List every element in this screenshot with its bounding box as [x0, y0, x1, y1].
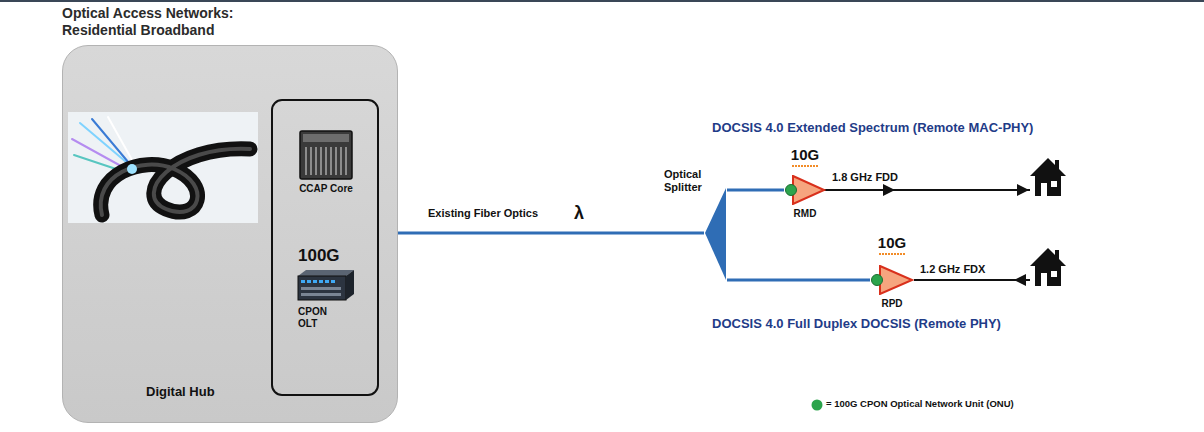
splitter-label: Optical Splitter [664, 168, 712, 194]
splitter-symbol [704, 186, 727, 282]
diagram-title: Optical Access Networks: Residential Bro… [62, 5, 284, 39]
hub-illustration [62, 45, 398, 423]
spectrum-label: 1.2 GHz FDX [920, 263, 985, 276]
olt-icon [301, 287, 341, 290]
house-icon [1055, 160, 1059, 170]
olt-icon [325, 280, 329, 283]
splitter-symbol [705, 188, 726, 280]
chassis-icon [310, 147, 312, 175]
remote-macphy-device: 10G RMD [784, 146, 826, 226]
capacity-label: 100G [298, 246, 340, 266]
hub-illustration [72, 117, 250, 215]
fiber-connector [398, 232, 704, 235]
olt-icon [313, 280, 317, 283]
region-label: Digital Hub [146, 384, 215, 400]
olt-icon [319, 280, 323, 283]
wavelength-symbol: λ [574, 203, 584, 225]
fdx-link [1014, 274, 1026, 286]
device-label: RPD [870, 298, 914, 310]
fdd-link [822, 189, 1030, 191]
spectrum-label: 1.8 GHz FDD [832, 171, 898, 184]
house-icon [1035, 175, 1061, 196]
device-label: CPON OLT [298, 306, 338, 330]
hub-illustration [272, 100, 378, 395]
amplifier-symbol [880, 266, 912, 294]
house-icon [1030, 248, 1066, 286]
device-label: CCAP Core [286, 183, 366, 195]
fdx-link [914, 279, 1030, 281]
signal-underline [879, 253, 905, 255]
chassis-icon [303, 134, 349, 142]
remote-phy-device: 10G RPD [870, 234, 914, 316]
fdd-link [1017, 184, 1029, 196]
signal-underline [879, 252, 905, 256]
amplifier-symbol [786, 185, 797, 196]
chassis-icon [320, 147, 322, 175]
house-icon [1030, 248, 1066, 266]
olt-icon [298, 270, 354, 276]
hub-illustration [68, 112, 258, 223]
chassis-icon [325, 147, 327, 175]
legend-swatch [811, 399, 823, 411]
amplifier-symbol [793, 176, 824, 204]
capacity-label: 10G [870, 234, 914, 252]
house-icon [1051, 271, 1057, 277]
hub-illustration [101, 149, 250, 215]
amplifier-symbol [870, 265, 914, 295]
hub-illustration [127, 164, 137, 174]
section-heading: DOCSIS 4.0 Full Duplex DOCSIS (Remote PH… [712, 316, 1001, 332]
optical-splitter: Optical Splitter [704, 186, 727, 282]
chassis-icon [315, 147, 317, 175]
chassis-icon [340, 147, 342, 175]
fdd-link [883, 184, 895, 196]
legend-swatch [812, 400, 823, 411]
device-label: RMD [784, 208, 826, 220]
top-rule [0, 0, 1204, 2]
chassis-icon [300, 131, 352, 179]
olt-icon [298, 276, 346, 300]
chassis-icon [298, 129, 354, 181]
fiber-connector [727, 279, 870, 282]
capacity-label: 10G [784, 146, 826, 164]
house-icon [1051, 181, 1057, 187]
fdx-link [914, 274, 1030, 286]
amplifier-symbol [784, 175, 826, 205]
link-label: Existing Fiber Optics [428, 207, 538, 220]
fiber-connector [727, 189, 784, 192]
hub-illustration [108, 117, 136, 167]
fdd-link [822, 184, 1030, 196]
house-icon [1055, 250, 1059, 260]
signal-underline [792, 165, 818, 167]
chassis-icon [305, 147, 307, 175]
hub-region: Digital Hub CCAP Core 100G CPON OLT [62, 45, 398, 423]
section-heading: DOCSIS 4.0 Extended Spectrum (Remote MAC… [712, 120, 1033, 136]
chassis-icon [345, 147, 347, 175]
legend-label: = 100G CPON Optical Network Unit (ONU) [826, 398, 1014, 409]
chassis-icon [330, 147, 332, 175]
chassis-icon [335, 147, 337, 175]
house-icon [1030, 158, 1066, 176]
olt-icon [307, 280, 311, 283]
cpon-olt: 100G CPON OLT [286, 246, 366, 336]
chassis-icon [306, 147, 346, 175]
ccap-core: CCAP Core [286, 129, 366, 199]
signal-underline [792, 164, 818, 168]
olt-icon [346, 270, 354, 300]
hub-illustration [101, 149, 250, 215]
house-icon [1041, 183, 1047, 196]
olt-icon [301, 280, 305, 283]
olt-icon [331, 280, 335, 283]
amplifier-symbol [872, 275, 883, 286]
olt-icon [296, 268, 356, 302]
olt-icon [301, 280, 335, 283]
olt-icon [301, 293, 341, 296]
house-icon [1041, 273, 1047, 286]
olt-icon [301, 287, 341, 296]
house-icon [1030, 158, 1066, 196]
house-icon [1035, 265, 1061, 286]
